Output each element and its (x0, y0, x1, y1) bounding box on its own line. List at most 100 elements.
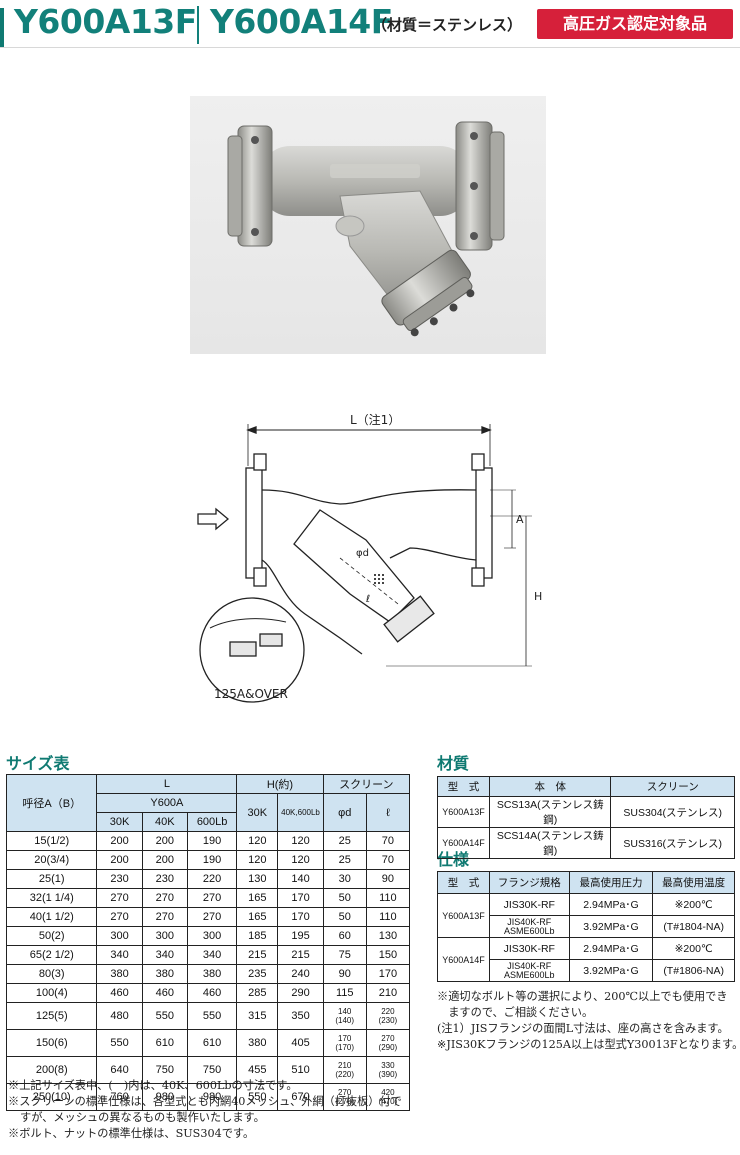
size-cell: 125(5) (5, 1002, 98, 1030)
h-40k-cell: 215 (277, 945, 324, 965)
size-cell: 200(8) (5, 1056, 98, 1084)
l-30k-cell: 270 (96, 888, 143, 908)
h-30k-cell: 550 (236, 1083, 279, 1111)
spec-header-temp: 最高使用温度 (652, 871, 735, 894)
strainer-drawing-svg: 125A&OVER L（注1） H A φd ℓ (197, 412, 542, 703)
spec-header-pressure: 最高使用圧力 (568, 871, 654, 894)
phid-cell: 270(270) (322, 1083, 367, 1111)
l-30k-cell: 200 (96, 831, 143, 851)
l-30k-cell: 640 (96, 1056, 143, 1084)
ell-cell-value: 330 (381, 1061, 395, 1070)
h-40k-cell: 120 (277, 831, 324, 851)
h-30k-cell: 130 (236, 869, 279, 889)
table-row: Y600A13F JIS30K-RF 2.94MPa･G ※200℃ (437, 893, 735, 938)
l-30k-cell: 760 (96, 1083, 143, 1111)
ell-cell: 150 (365, 945, 411, 965)
phid-cell: 75 (322, 945, 367, 965)
l-30k-cell: 380 (96, 964, 143, 984)
h-30k-cell: 120 (236, 850, 279, 870)
h-40k-cell: 140 (277, 869, 324, 889)
spec-flange-double: JIS40K-RF ASME600Lb (488, 959, 570, 982)
l-600lb-cell: 610 (186, 1029, 238, 1057)
certification-badge: 高圧ガス認定対象品 (537, 9, 733, 39)
ell-cell-alt-value: (470) (378, 1097, 398, 1106)
header-rule (0, 47, 740, 48)
mat-header-body: 本 体 (488, 776, 612, 797)
h-30k-cell: 120 (236, 831, 279, 851)
l-600lb-cell: 980 (186, 1083, 238, 1111)
size-cell: 15(1/2) (5, 831, 98, 851)
spec-temp: (T#1804-NA) (652, 915, 735, 938)
note-line: ※上記サイズ表中、( )内は、40K、600Lbの寸法です。 (8, 1079, 298, 1092)
detail-label: 125A&OVER (214, 687, 288, 701)
mat-body: SCS13A(ステンレス鋳鋼) (488, 796, 612, 828)
l-30k-cell: 270 (96, 907, 143, 927)
technical-drawing: 125A&OVER L（注1） H A φd ℓ (190, 408, 550, 710)
header-h-30k: 30K (236, 793, 279, 832)
phid-cell: 90 (322, 964, 367, 984)
ell-label: ℓ (366, 594, 370, 605)
ell-cell: 70 (365, 831, 411, 851)
ell-cell: 170 (365, 964, 411, 984)
table-row: Y600A13F SCS13A(ステンレス鋳鋼) SUS304(ステンレス) (437, 796, 735, 828)
l-600lb-cell: 380 (186, 964, 238, 984)
size-cell: 250(10) (5, 1083, 98, 1111)
phid-cell-value: 210 (338, 1061, 352, 1070)
ell-cell: 90 (365, 869, 411, 889)
spec-temp: ※200℃ (652, 937, 735, 960)
size-cell: 40(1 1/2) (5, 907, 98, 927)
phid-cell-value: 270 (338, 1088, 352, 1097)
spec-flange: JIS30K-RF (488, 937, 570, 960)
ell-cell-value: 270 (381, 1034, 395, 1043)
spec-table: 型 式 フランジ規格 最高使用圧力 最高使用温度 Y600A13F JIS30K… (437, 871, 735, 982)
table-row: JIS40K-RF ASME600Lb 3.92MPa･G (T#1806-NA… (438, 959, 735, 982)
h-30k-cell: 285 (236, 983, 279, 1003)
header-separator (197, 6, 199, 44)
size-table: 呼径A（B） L H(約) スクリーン Y600A 30K 40K,600Lb … (5, 774, 411, 1111)
spec-flange-double: JIS40K-RF ASME600Lb (488, 915, 570, 938)
phid-cell: 25 (322, 831, 367, 851)
h-40k-cell: 120 (277, 850, 324, 870)
header-h-40k: 40K,600Lb (277, 793, 324, 832)
h-30k-cell: 215 (236, 945, 279, 965)
l-600lb-cell: 550 (186, 1002, 238, 1030)
header-accent-bar (0, 8, 4, 48)
l-30k-cell: 200 (96, 850, 143, 870)
size-cell: 150(6) (5, 1029, 98, 1057)
l-600lb-cell: 750 (186, 1056, 238, 1084)
h-dimension-label: H (534, 590, 542, 603)
spec-model: Y600A14F (437, 937, 490, 982)
mat-body: SCS14A(ステンレス鋳鋼) (488, 827, 612, 859)
ell-cell-value: 420 (381, 1088, 395, 1097)
size-cell: 50(2) (5, 926, 98, 946)
spec-pressure: 2.94MPa･G (568, 937, 654, 960)
strainer-photo-image (227, 121, 505, 337)
l-40k-cell: 270 (141, 907, 188, 927)
header-screen: スクリーン (322, 774, 411, 794)
header-nominal: 呼径A（B） (5, 774, 98, 832)
size-cell: 100(4) (5, 983, 98, 1003)
phid-cell: 170(170) (322, 1029, 367, 1057)
size-cell: 32(1 1/4) (5, 888, 98, 908)
header-l-600lb: 600Lb (186, 812, 238, 832)
l-600lb-cell: 270 (186, 888, 238, 908)
spec-flange-line1: JIS40K-RF (507, 916, 552, 927)
material-note: （材質＝ステンレス） (372, 16, 523, 34)
ell-cell: 210 (365, 983, 411, 1003)
ell-cell-alt-value: (230) (378, 1016, 398, 1025)
phid-cell: 60 (322, 926, 367, 946)
l-30k-cell: 230 (96, 869, 143, 889)
mat-screen: SUS304(ステンレス) (610, 796, 735, 828)
length-dimension-label: L（注1） (350, 412, 400, 427)
table-row: JIS40K-RF ASME600Lb 3.92MPa･G (T#1804-NA… (438, 915, 735, 938)
note-line: (注1）JISフランジの面間L寸法は、座の高さを含みます。 (437, 1022, 729, 1035)
spec-flange-line2: ASME600Lb (504, 925, 555, 936)
phid-cell-alt-value: (270) (335, 1097, 355, 1106)
